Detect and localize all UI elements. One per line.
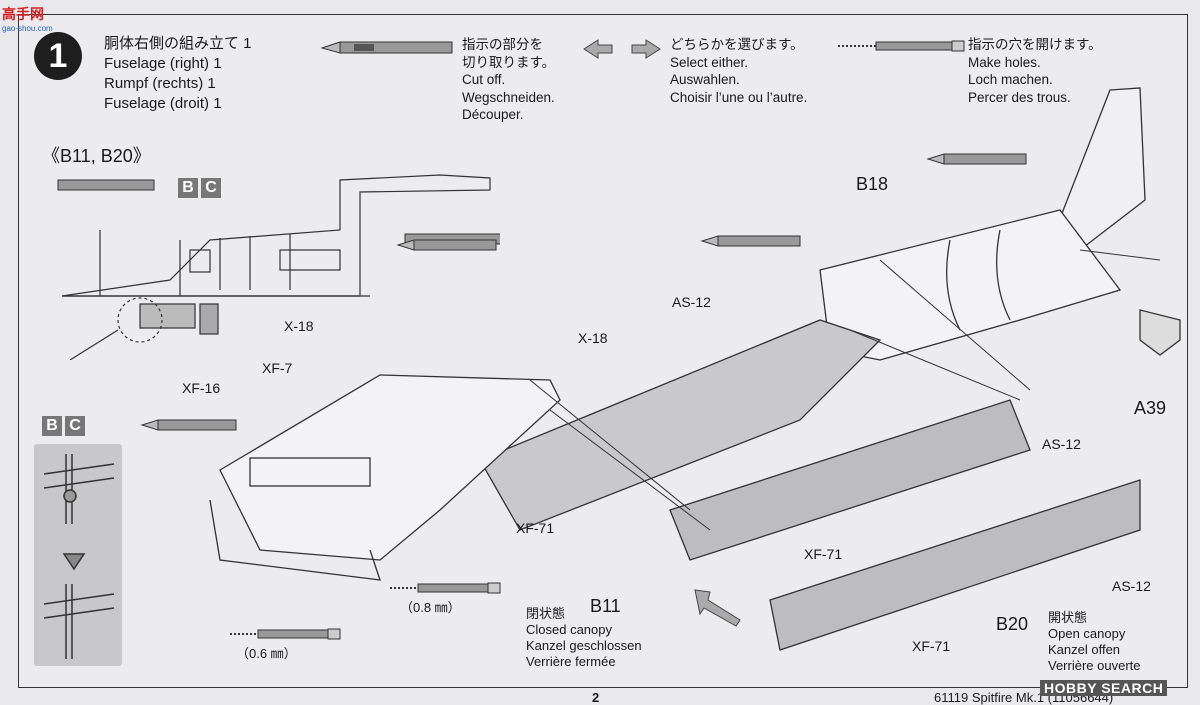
drill-icon-08 [390, 582, 501, 594]
step-number: 1 [34, 32, 82, 80]
knife-icon-4 [700, 235, 801, 247]
watermark-logo: 高手网 gao-shou.com [2, 6, 53, 33]
legend-cut: 指示の部分を 切り取ります。 Cut off. Wegschneiden. Dé… [462, 37, 556, 122]
part-b20: B20 [996, 614, 1029, 634]
part-xf71-b: XF-71 [804, 546, 843, 562]
part-as12-a: AS-12 [672, 294, 711, 310]
knife-icon-2 [140, 419, 237, 431]
title-fr: Fuselage (droit) 1 [104, 95, 222, 112]
part-as12-b: AS-12 [1042, 436, 1081, 452]
page-number: 2 [592, 690, 600, 705]
fuselage-assembly-diagram [209, 87, 1181, 651]
fuselage-interior-side-view [57, 174, 500, 360]
drill-size-06: （0.6 ㎜） [236, 646, 297, 661]
open-canopy-note: 開状態 Open canopy Kanzel offen Verrière ou… [1048, 610, 1141, 673]
part-xf71-a: XF-71 [516, 520, 555, 536]
part-xf71-c: XF-71 [912, 638, 951, 654]
knife-icon-3 [396, 239, 497, 251]
legend-select: どちらかを選びます。 Select either. Auswahlen. Cho… [670, 37, 808, 105]
legend-holes: 指示の穴を開けます。 Make holes. Loch machen. Perc… [968, 37, 1102, 105]
part-x18-a: X-18 [284, 318, 314, 334]
double-arrow-icon [583, 39, 661, 59]
closed-canopy-note: 閉状態 Closed canopy Kanzel geschlossen Ver… [526, 606, 642, 669]
detail-inset [34, 444, 122, 666]
watermark-hobby-search: HOBBY SEARCH [1040, 680, 1168, 696]
drill-icon [838, 40, 965, 52]
title-de: Rumpf (rechts) 1 [104, 75, 216, 92]
knife-icon [320, 41, 453, 54]
part-xf16: XF-16 [182, 380, 221, 396]
knife-icon-5 [926, 153, 1027, 165]
step-title: 胴体右側の組み立て 1 Fuselage (right) 1 Rumpf (re… [104, 34, 252, 114]
part-as12-c: AS-12 [1112, 578, 1151, 594]
variant-label: 《B11, B20》 [42, 146, 151, 166]
title-jp: 胴体右側の組み立て 1 [104, 35, 252, 52]
drill-icon-06 [230, 628, 341, 640]
part-a39: A39 [1134, 398, 1167, 418]
part-xf7: XF-7 [262, 360, 293, 376]
part-b11: B11 [590, 596, 621, 616]
part-x18-b: X-18 [578, 330, 608, 346]
part-b18: B18 [856, 174, 889, 194]
drill-size-08: （0.8 ㎜） [400, 600, 461, 615]
title-en: Fuselage (right) 1 [104, 55, 222, 72]
